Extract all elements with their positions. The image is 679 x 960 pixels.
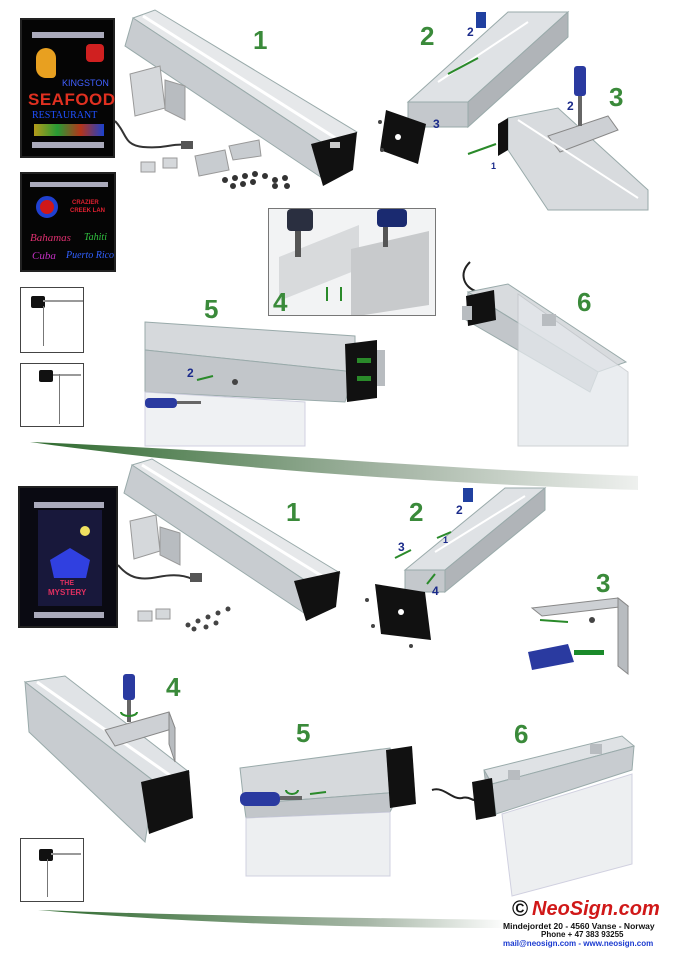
sign2-text-tahiti: Tahiti — [84, 232, 107, 243]
copyright-symbol: © — [512, 896, 529, 921]
footer-address: Mindejordet 20 - 4560 Vanse - Norway — [503, 921, 655, 931]
brand-logo-text: NeoSign.com — [532, 898, 660, 920]
seahorse-icon — [36, 48, 56, 78]
step-number-b6: 6 — [514, 719, 529, 749]
step-number-b2: 2 — [409, 497, 424, 527]
step3-bracket-illustration — [467, 66, 649, 211]
step-number-b5: 5 — [296, 718, 311, 748]
sign-end-icon — [31, 296, 45, 308]
section-divider-bottom — [38, 910, 508, 928]
step6-hanging-illustration — [462, 261, 629, 447]
step-number-b3: 3 — [596, 568, 611, 598]
step2b-endcap-illustration — [365, 486, 547, 648]
mount-thumb-wall — [20, 287, 84, 353]
sign3-text-mystery: MYSTERY — [48, 588, 87, 597]
sub-label-a3-2: 2 — [567, 99, 574, 113]
sign-rail — [34, 502, 104, 508]
sign-rail — [34, 612, 104, 618]
step-number-a5: 5 — [204, 294, 219, 324]
step5-mount-illustration — [144, 321, 385, 447]
section-divider — [30, 442, 638, 490]
sign3-text-the: THE — [60, 580, 74, 587]
step2-endcap-illustration — [378, 10, 570, 164]
sign2-text-puerto: Puerto Rico — [66, 250, 115, 261]
sub-label-a2-3: 3 — [433, 117, 440, 131]
panel-line — [59, 374, 60, 424]
mount-thumb-hanging — [20, 363, 84, 427]
panel-line — [43, 306, 44, 346]
sub-label-a5-2: 2 — [187, 366, 194, 380]
sub-label-b2-1: 1 — [443, 535, 449, 545]
moon-icon — [80, 526, 90, 536]
sub-label-a3-1: 1 — [491, 161, 497, 171]
step4b-bracket-illustration — [23, 674, 193, 844]
step-number-a1: 1 — [253, 25, 268, 55]
sign-rail — [30, 182, 108, 187]
footer-phone: Phone + 47 383 93255 — [541, 930, 624, 939]
sub-label-b2-4: 4 — [432, 584, 439, 598]
sub-label-b2-2: 2 — [456, 503, 463, 517]
step4-drill-box — [268, 208, 436, 316]
sign-rail — [32, 32, 104, 38]
sign-text-restaurant: RESTAURANT — [32, 110, 98, 121]
step5b-mount-illustration — [239, 746, 416, 877]
step-number-a4: 4 — [273, 287, 288, 317]
step-number-b1: 1 — [286, 497, 301, 527]
rail-line — [53, 374, 81, 376]
step3b-bracket-illustration — [528, 596, 630, 676]
sub-label-b2-3: 3 — [398, 540, 405, 554]
sign-end-icon — [39, 849, 53, 861]
step-number-b4: 4 — [166, 672, 181, 702]
mount-thumb-wall-bottom — [20, 838, 84, 902]
step-number-a6: 6 — [577, 287, 592, 317]
rail-line — [43, 300, 83, 302]
sign2-text-crazier: CRAZIER — [72, 200, 99, 206]
sign-preview-mystery: THE MYSTERY — [18, 486, 118, 628]
footer-contact-links[interactable]: mail@neosign.com - www.neosign.com — [503, 939, 654, 948]
sign-fish-row — [34, 124, 104, 136]
sub-label-a2-2: 2 — [467, 25, 474, 39]
step6b-wallsign-illustration — [431, 735, 636, 897]
step1-profile-illustration — [124, 9, 358, 189]
rail-line — [51, 853, 81, 855]
sign-text-kingston: KINGSTON — [62, 78, 109, 88]
power-cable — [114, 120, 193, 149]
target-logo-icon — [36, 196, 58, 218]
step-number-a3: 3 — [609, 82, 624, 112]
sign-preview-bahamas: CRAZIER CREEK LAN Bahamas Tahiti Cuba Pu… — [20, 172, 116, 272]
step-number-a2: 2 — [420, 21, 435, 51]
sign2-text-bahamas: Bahamas — [30, 232, 71, 244]
drill-illustration — [279, 209, 429, 315]
sign2-text-cuba: Cuba — [32, 250, 56, 262]
sign-preview-seafood: KINGSTON SEAFOOD RESTAURANT — [20, 18, 115, 158]
lobster-icon — [86, 44, 104, 62]
step1b-profile-illustration — [117, 458, 341, 632]
sign2-text-creek: CREEK LAN — [70, 208, 106, 214]
sign-rail — [32, 142, 104, 148]
sign-end-icon — [39, 370, 53, 382]
panel-line — [47, 859, 48, 897]
sign-text-seafood: SEAFOOD — [28, 90, 116, 109]
